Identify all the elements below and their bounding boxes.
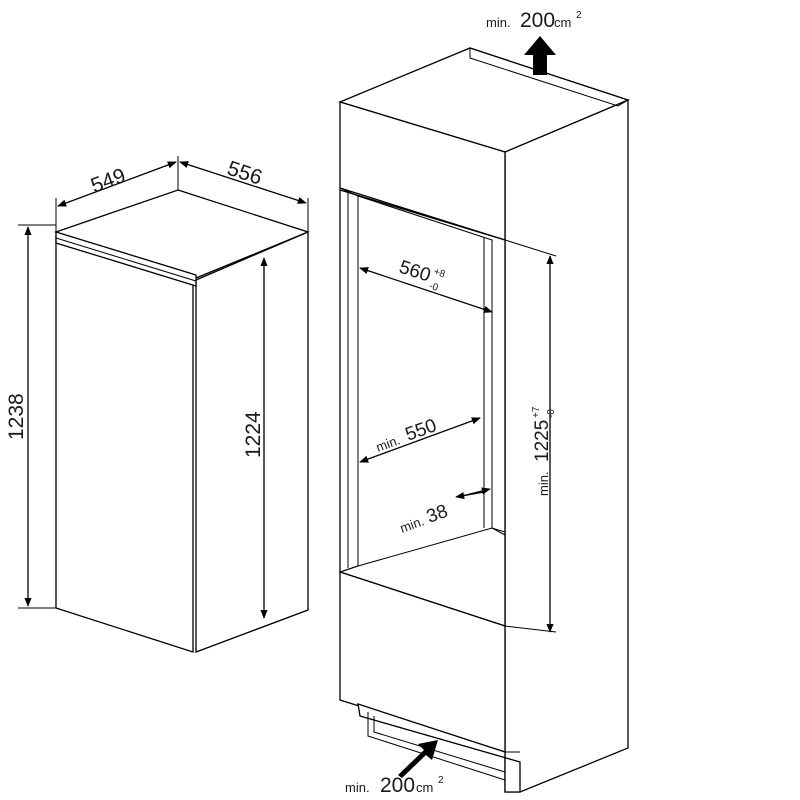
vent-arrow-bottom-icon xyxy=(398,740,438,778)
vent-bottom-unit-exp: 2 xyxy=(438,775,444,786)
cabinet-top-back-edge xyxy=(469,47,630,107)
vent-top-unit-exp: 2 xyxy=(576,10,582,21)
vent-bottom-value: 200 xyxy=(380,774,415,797)
vent-bottom-unit: cm xyxy=(416,780,433,795)
refrigerator xyxy=(53,189,310,653)
vent-bottom-prefix: min. xyxy=(345,780,370,795)
label-niche-width-tol-plus: +8 xyxy=(432,266,447,280)
label-fridge-depth: 556 xyxy=(224,157,264,190)
label-niche-height-tol-plus: +7 xyxy=(531,406,542,418)
fridge-door xyxy=(55,235,194,653)
dim-fridge-height-body: 1224 xyxy=(242,257,268,619)
label-fridge-height-body: 1224 xyxy=(242,411,265,458)
label-niche-width-tol-minus: -0 xyxy=(428,281,440,294)
label-niche-height-prefix: min. xyxy=(536,471,551,496)
vent-top-unit: cm xyxy=(554,15,571,30)
vent-top-prefix: min. xyxy=(486,15,511,30)
niche-floor xyxy=(338,527,506,627)
dim-fridge-height-total: 1238 xyxy=(5,224,56,609)
cabinet-side-wall xyxy=(504,99,629,793)
niche-back-edge xyxy=(357,195,493,528)
vent-top-value: 200 xyxy=(520,9,555,32)
label-fridge-width: 549 xyxy=(88,164,129,198)
niche-opening xyxy=(339,189,506,627)
label-fridge-height-total: 1238 xyxy=(5,393,28,440)
label-niche-height-tol-minus: -0 xyxy=(546,409,557,418)
vent-label-bottom: min. 200 cm 2 xyxy=(345,774,444,797)
vent-arrow-top-icon xyxy=(524,36,556,75)
cabinet xyxy=(338,47,630,793)
label-niche-height: 1225 xyxy=(532,420,553,462)
dim-niche-height: min. 1225 +7 -0 xyxy=(504,239,557,633)
fridge-side-face xyxy=(195,231,309,653)
vent-label-top: min. 200 cm 2 xyxy=(486,9,582,32)
